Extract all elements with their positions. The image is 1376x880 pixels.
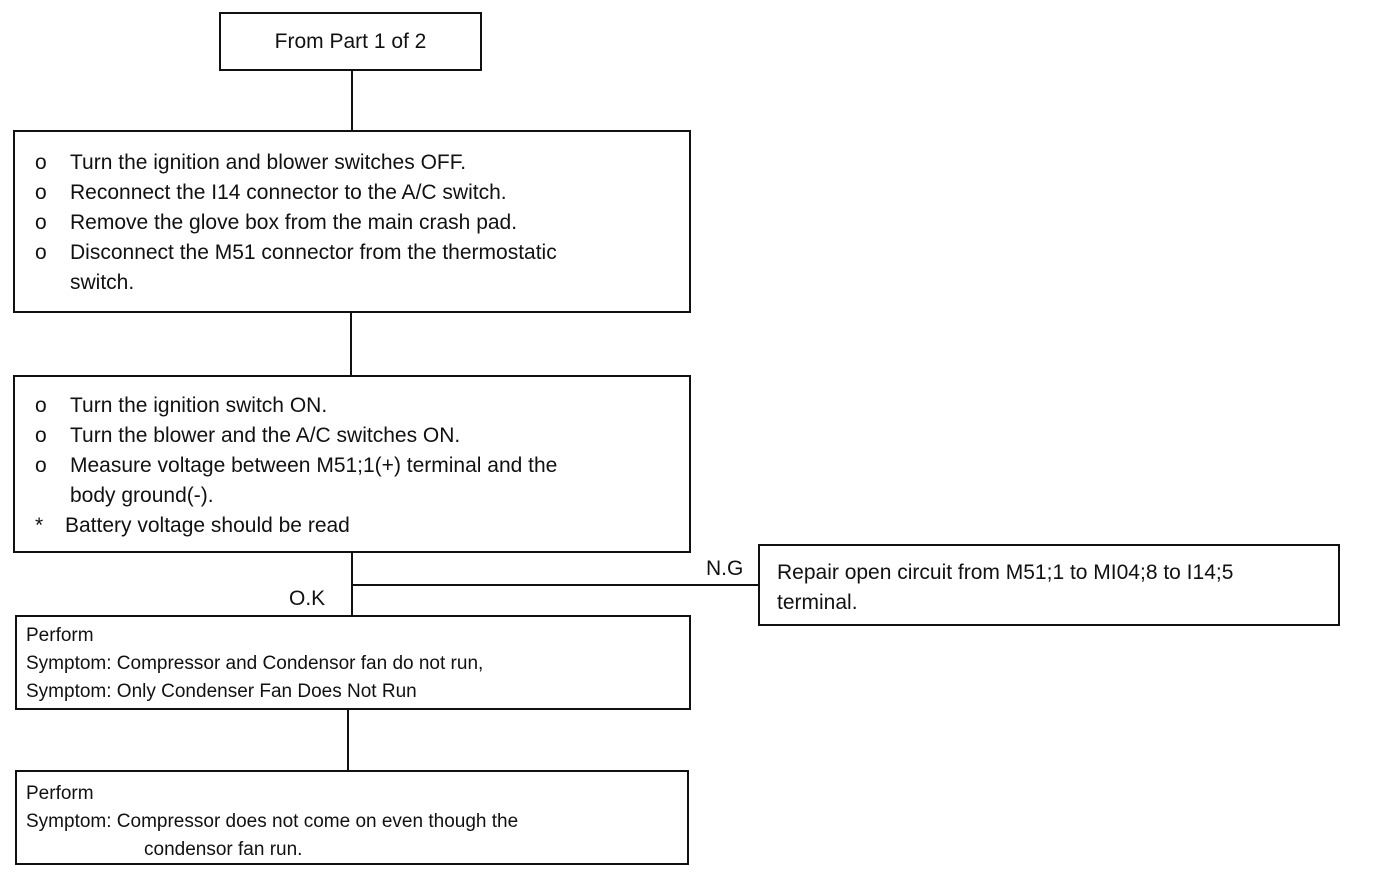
- perform2-title: Perform: [26, 783, 94, 804]
- bullet-marker: o: [35, 454, 47, 477]
- step1-item-text: switch.: [70, 271, 135, 294]
- perform1-symptom1: Symptom: Compressor and Condensor fan do…: [26, 653, 484, 674]
- step1-box: o Turn the ignition and blower switches O…: [13, 130, 691, 313]
- perform1-box: Perform Symptom: Compressor and Condenso…: [15, 615, 691, 710]
- perform1-symptom2: Symptom: Only Condenser Fan Does Not Run: [26, 681, 417, 702]
- step1-item-text: Remove the glove box from the main crash…: [70, 211, 518, 234]
- bullet-marker: o: [35, 241, 47, 264]
- start-box: From Part 1 of 2: [219, 12, 482, 71]
- repair-box-line2: terminal.: [777, 591, 858, 614]
- connector-start-to-step1: [351, 70, 353, 132]
- bullet-marker: *: [35, 514, 44, 537]
- step2-item-text: Turn the blower and the A/C switches ON.: [70, 424, 461, 447]
- perform2-box: Perform Symptom: Compressor does not com…: [15, 770, 689, 865]
- perform1-title: Perform: [26, 625, 94, 646]
- ok-label: O.K: [289, 587, 326, 610]
- step1-item-text: Reconnect the I14 connector to the A/C s…: [70, 181, 507, 204]
- bullet-marker: o: [35, 211, 47, 234]
- step2-item-text: Battery voltage should be read: [65, 514, 350, 537]
- step1-item-text: Disconnect the M51 connector from the th…: [70, 241, 557, 264]
- ng-label: N.G: [706, 557, 744, 580]
- bullet-marker: o: [35, 394, 47, 417]
- connector-perform1-to-perform2: [347, 709, 349, 771]
- bullet-marker: o: [35, 181, 47, 204]
- perform2-symptom-line1: Symptom: Compressor does not come on eve…: [26, 811, 519, 832]
- step2-item-text: body ground(-).: [70, 484, 214, 507]
- step2-item-text: Measure voltage between M51;1(+) termina…: [70, 454, 558, 477]
- bullet-marker: o: [35, 151, 47, 174]
- repair-box: Repair open circuit from M51;1 to MI04;8…: [758, 544, 1340, 626]
- step1-item-text: Turn the ignition and blower switches OF…: [70, 151, 467, 174]
- start-box-text: From Part 1 of 2: [274, 30, 427, 53]
- connector-step1-to-step2: [350, 312, 352, 376]
- perform2-symptom-line2: condensor fan run.: [144, 839, 303, 860]
- bullet-marker: o: [35, 424, 47, 447]
- connector-ng-branch: [351, 584, 760, 586]
- step2-item-text: Turn the ignition switch ON.: [70, 394, 328, 417]
- repair-box-line1: Repair open circuit from M51;1 to MI04;8…: [777, 561, 1234, 584]
